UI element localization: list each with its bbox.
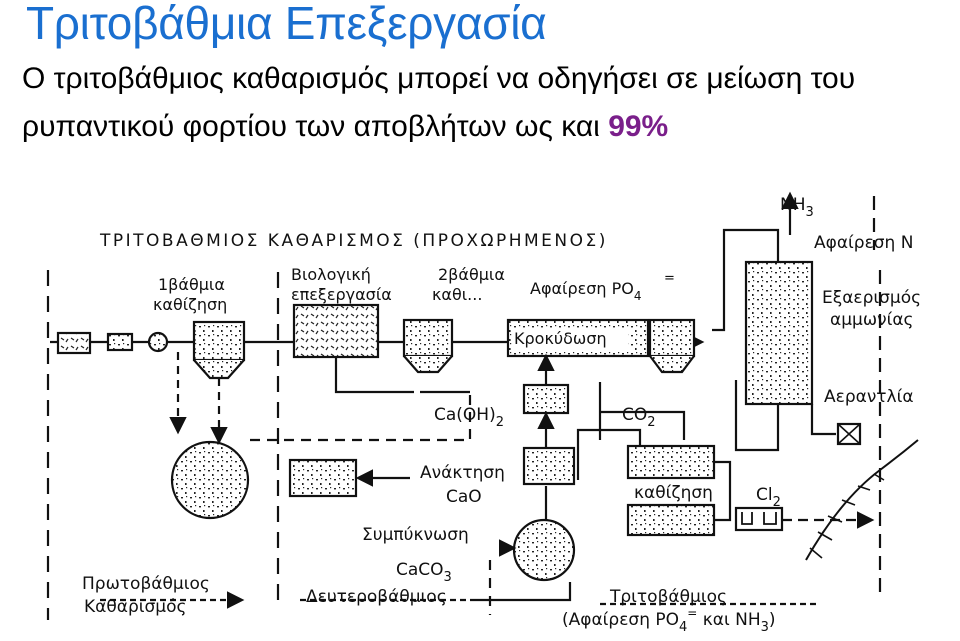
label-primary-settling-2: καθίζηση	[153, 295, 227, 314]
label-caco3: CaCO3	[396, 560, 452, 585]
diagram-heading: ΤΡΙΤΟΒΑΘΜΙΟΣ ΚΑΘΑΡΙΣΜΟΣ (ΠΡΟΧΩΡΗΜΕΝΟΣ)	[99, 231, 608, 251]
biological-reactor	[292, 303, 380, 359]
phosphate-charge: =	[664, 271, 675, 286]
label-condensation: Συμπύκνωση	[362, 525, 469, 545]
subtitle-line-1: Ο τριτοβάθμιος καθαρισμός μπορεί να οδηγ…	[22, 62, 856, 95]
stage-tertiary-close: )	[769, 610, 776, 630]
label-phosphate-removal: Αφαίρεση PO4	[530, 279, 642, 303]
label-lime: Ca(OH)2	[434, 405, 504, 430]
tertiary-settling-tank	[648, 318, 696, 358]
caco3-sub: 3	[444, 570, 452, 585]
co2-sub: 2	[647, 415, 655, 430]
recovery-kiln	[522, 446, 576, 486]
lime-main: Ca(OH)	[434, 405, 496, 425]
caco3-main: CaCO	[396, 560, 444, 580]
label-secondary-settling-2: καθι...	[432, 285, 482, 304]
label-air-pump: Αεραντλία	[824, 387, 914, 407]
nh3-main: NH	[780, 195, 806, 215]
label-primary-settling-1: 1βάθμια	[158, 275, 225, 294]
label-secondary-settling-1: 2βάθμια	[438, 265, 505, 284]
stage-tertiary-1: Τριτοβάθμιος	[609, 587, 727, 607]
screen-unit	[56, 331, 92, 355]
label-biological-1: Βιολογική	[291, 265, 371, 284]
stage-secondary: Δευτεροβάθμιος	[306, 587, 447, 607]
primary-settling-tank	[192, 320, 246, 362]
stage-tertiary-po-sup: =	[687, 606, 697, 620]
stage-primary-2: Καθαρισμός	[84, 597, 186, 617]
label-ammonia-strip-1: Εξαερισμός	[822, 288, 921, 308]
phosphate-sub: 4	[634, 289, 642, 303]
label-nh3: NH3	[780, 195, 814, 220]
label-ammonia-strip-2: αμμωνίας	[830, 310, 914, 330]
stage-tertiary-nh-sub: 3	[761, 620, 769, 635]
stage-tertiary-po-sub: 4	[679, 620, 687, 635]
stage-tertiary-2: (Αφαίρεση PO4= και NH3)	[562, 606, 776, 635]
co2-main: CO	[622, 405, 647, 425]
label-flocculation: Κροκύδωση	[514, 329, 607, 348]
stage-tertiary-nh: και NH	[697, 610, 760, 630]
stage-primary-1: Πρωτοβάθμιος	[82, 574, 210, 594]
nh3-sub: 3	[806, 205, 814, 220]
final-settling-tank	[626, 503, 716, 537]
label-n-removal: Αφαίρεση N	[814, 233, 913, 253]
label-cao: CaO	[446, 487, 482, 507]
river-bank	[805, 439, 919, 561]
subtitle-line-2: ρυπαντικού φορτίου των αποβλήτων ως και …	[22, 110, 668, 144]
label-recovery: Ανάκτηση	[420, 463, 505, 483]
slide-title: Τριτοβάθμια Επεξεργασία	[26, 0, 547, 49]
subtitle-line-2-text: ρυπαντικού φορτίου των αποβλήτων ως και	[22, 110, 609, 143]
ammonia-stripping-tower	[744, 260, 814, 406]
recarbonation-tank	[626, 444, 716, 480]
sludge-digester-primary	[170, 440, 250, 520]
sludge-thickener	[512, 518, 576, 582]
label-biological-2: επεξεργασία	[291, 285, 392, 304]
stage-tertiary-po: (Αφαίρεση PO	[562, 610, 679, 630]
label-settling: καθίζηση	[634, 483, 713, 503]
sludge-holding-tank	[288, 458, 358, 498]
lime-feeder	[522, 383, 570, 415]
chlorine-main: Cl	[756, 485, 773, 505]
percentage-highlight: 99%	[608, 110, 669, 143]
lime-sub: 2	[496, 415, 504, 430]
pump-unit	[147, 331, 169, 353]
label-co2: CO2	[622, 405, 656, 430]
chlorine-sub: 2	[773, 495, 781, 510]
grit-unit	[106, 332, 134, 352]
phosphate-main: Αφαίρεση PO	[530, 279, 634, 298]
secondary-settling-tank	[402, 318, 454, 358]
label-chlorine: Cl2	[756, 485, 781, 510]
